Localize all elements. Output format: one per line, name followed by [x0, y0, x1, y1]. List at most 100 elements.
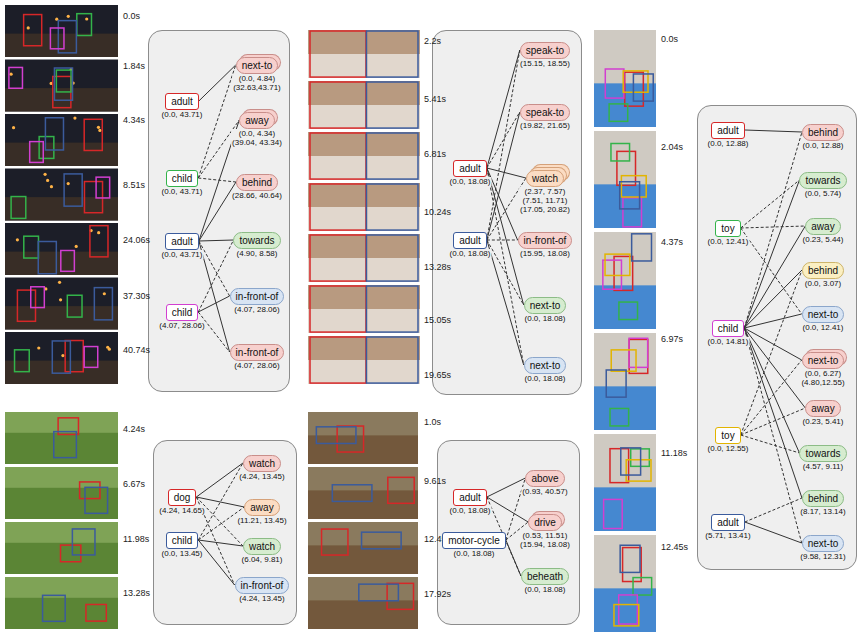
time-range: (28.66, 40.64) — [231, 191, 283, 200]
timestamp-label: 1.0s — [424, 417, 441, 428]
frame-ground — [308, 360, 420, 384]
bounding-box — [611, 144, 630, 161]
frame-ground — [5, 598, 118, 629]
bounding-box — [633, 74, 653, 101]
time-range: (0.0, 43.71) — [161, 250, 204, 259]
timestamp-label: 17.92s — [424, 589, 451, 600]
time-range: (0.0, 13.45) — [161, 549, 204, 558]
video-frame — [5, 577, 118, 629]
frame-ground — [308, 105, 420, 129]
time-range-list: (4.07, 28.06) — [158, 321, 205, 330]
object-node: toy(0.0, 12.41) — [715, 220, 740, 237]
bounding-box — [86, 604, 106, 621]
time-range: (4.57, 9.11) — [802, 462, 844, 471]
time-range: (4.07, 28.06) — [233, 305, 280, 314]
time-range-list: (0.0, 43.71) — [161, 110, 204, 119]
frame-background — [5, 278, 118, 330]
predicate-label: next-to — [530, 359, 561, 372]
predicate-label: speak-to — [526, 44, 564, 57]
light-spot — [85, 17, 88, 20]
relation-node: next-to(0.0, 18.08) — [524, 297, 567, 314]
time-range: (32.63,43.71) — [232, 83, 282, 92]
video-frame — [5, 278, 118, 330]
object-label: child — [718, 322, 739, 335]
bounding-box — [90, 226, 108, 257]
frame-ground — [308, 156, 420, 180]
graph-panel: dog(4.24, 14.65)child(0.0, 13.45)watch(4… — [153, 440, 297, 625]
object-node: adult(0.0, 18.08) — [453, 489, 487, 506]
video-frame — [308, 285, 420, 333]
object-label: adult — [717, 124, 739, 137]
time-range-list: (0.0, 18.08) — [449, 249, 492, 258]
frame-background — [308, 412, 418, 464]
object-label: toy — [721, 429, 734, 442]
time-range: (0.53, 11.51) — [519, 531, 571, 540]
timestamp-label: 0.0s — [123, 11, 140, 22]
time-range-list: (0.0, 18.08) — [524, 374, 567, 383]
bounding-box — [52, 341, 70, 373]
relation-edge — [741, 228, 802, 314]
predicate-label: in-front-of — [236, 346, 279, 359]
bounding-box — [24, 15, 42, 46]
time-range: (8.17, 13.14) — [799, 507, 846, 516]
bounding-box — [9, 67, 23, 88]
object-node: adult(0.0, 12.88) — [711, 122, 745, 139]
time-range-list: (5.71, 13.41) — [704, 531, 751, 540]
timestamp-label: 1.84s — [123, 61, 145, 72]
frame-background — [5, 577, 118, 629]
time-range: (4.24, 13.45) — [238, 594, 285, 603]
frame-background — [5, 114, 118, 166]
relation-edge — [745, 498, 802, 522]
timestamp-label: 40.74s — [123, 345, 150, 356]
relation-edge — [741, 435, 800, 453]
bounding-box — [84, 347, 98, 368]
relation-node: away(11.21, 13.45) — [244, 499, 279, 516]
time-range: (0.0, 18.08) — [449, 249, 492, 258]
bounding-box — [61, 251, 75, 272]
relation-node: away(0.0, 4.34)(39.04, 43.34) — [239, 112, 274, 129]
time-range: (0.0, 12.88) — [802, 141, 845, 150]
object-node: adult(0.0, 43.71) — [165, 93, 199, 110]
time-range: (0.0, 14.81) — [707, 337, 750, 346]
time-range-list: (0.0, 12.88) — [802, 141, 845, 150]
predicate-label: behind — [808, 492, 838, 505]
time-range: (4.07, 28.06) — [158, 321, 205, 330]
predicate-label: next-to — [530, 299, 561, 312]
video-frame — [5, 522, 118, 574]
frame-background — [308, 577, 418, 629]
relation-node: behind(0.0, 12.88) — [802, 124, 844, 141]
frame-ground — [5, 433, 118, 464]
video-frame — [308, 132, 420, 180]
predicate-label: towards — [805, 174, 840, 187]
timestamp-label: 4.24s — [123, 424, 145, 435]
frame-background — [5, 169, 118, 221]
bounding-box — [310, 133, 366, 179]
object-node: toy(0.0, 12.55) — [715, 427, 740, 444]
bounding-box — [337, 426, 363, 452]
light-spot — [97, 126, 100, 129]
relation-node: towards(0.0, 5.74) — [799, 172, 846, 189]
bounding-box — [629, 338, 648, 367]
time-range: (15.94, 18.08) — [519, 540, 571, 549]
relation-node: in-front-of(4.24, 13.45) — [235, 577, 290, 594]
video-frame — [5, 467, 118, 519]
time-range: (4.24, 13.45) — [238, 472, 285, 481]
time-range: (0.0, 6.27) — [800, 369, 845, 378]
time-range: (2.37, 7.57) — [519, 187, 571, 196]
time-range-list: (0.0, 4.84)(32.63,43.71) — [232, 74, 282, 92]
bounding-box — [58, 21, 76, 53]
timestamp-label: 5.41s — [424, 94, 446, 105]
predicate-label: towards — [805, 447, 840, 460]
predicate-label: in-front-of — [524, 234, 567, 247]
bounding-box — [609, 104, 628, 121]
light-spot — [98, 129, 101, 132]
time-range: (4.24, 14.65) — [158, 506, 205, 515]
relation-node: in-front-of(15.95, 18.08) — [518, 232, 573, 249]
light-spot — [50, 185, 53, 188]
object-node: motor-cycle(0.0, 18.08) — [442, 532, 506, 549]
bounding-box — [17, 290, 35, 321]
light-spot — [97, 231, 100, 234]
frame-background — [5, 412, 118, 464]
frame-ground — [308, 258, 420, 282]
time-range-list: (4.07, 28.06) — [233, 305, 280, 314]
